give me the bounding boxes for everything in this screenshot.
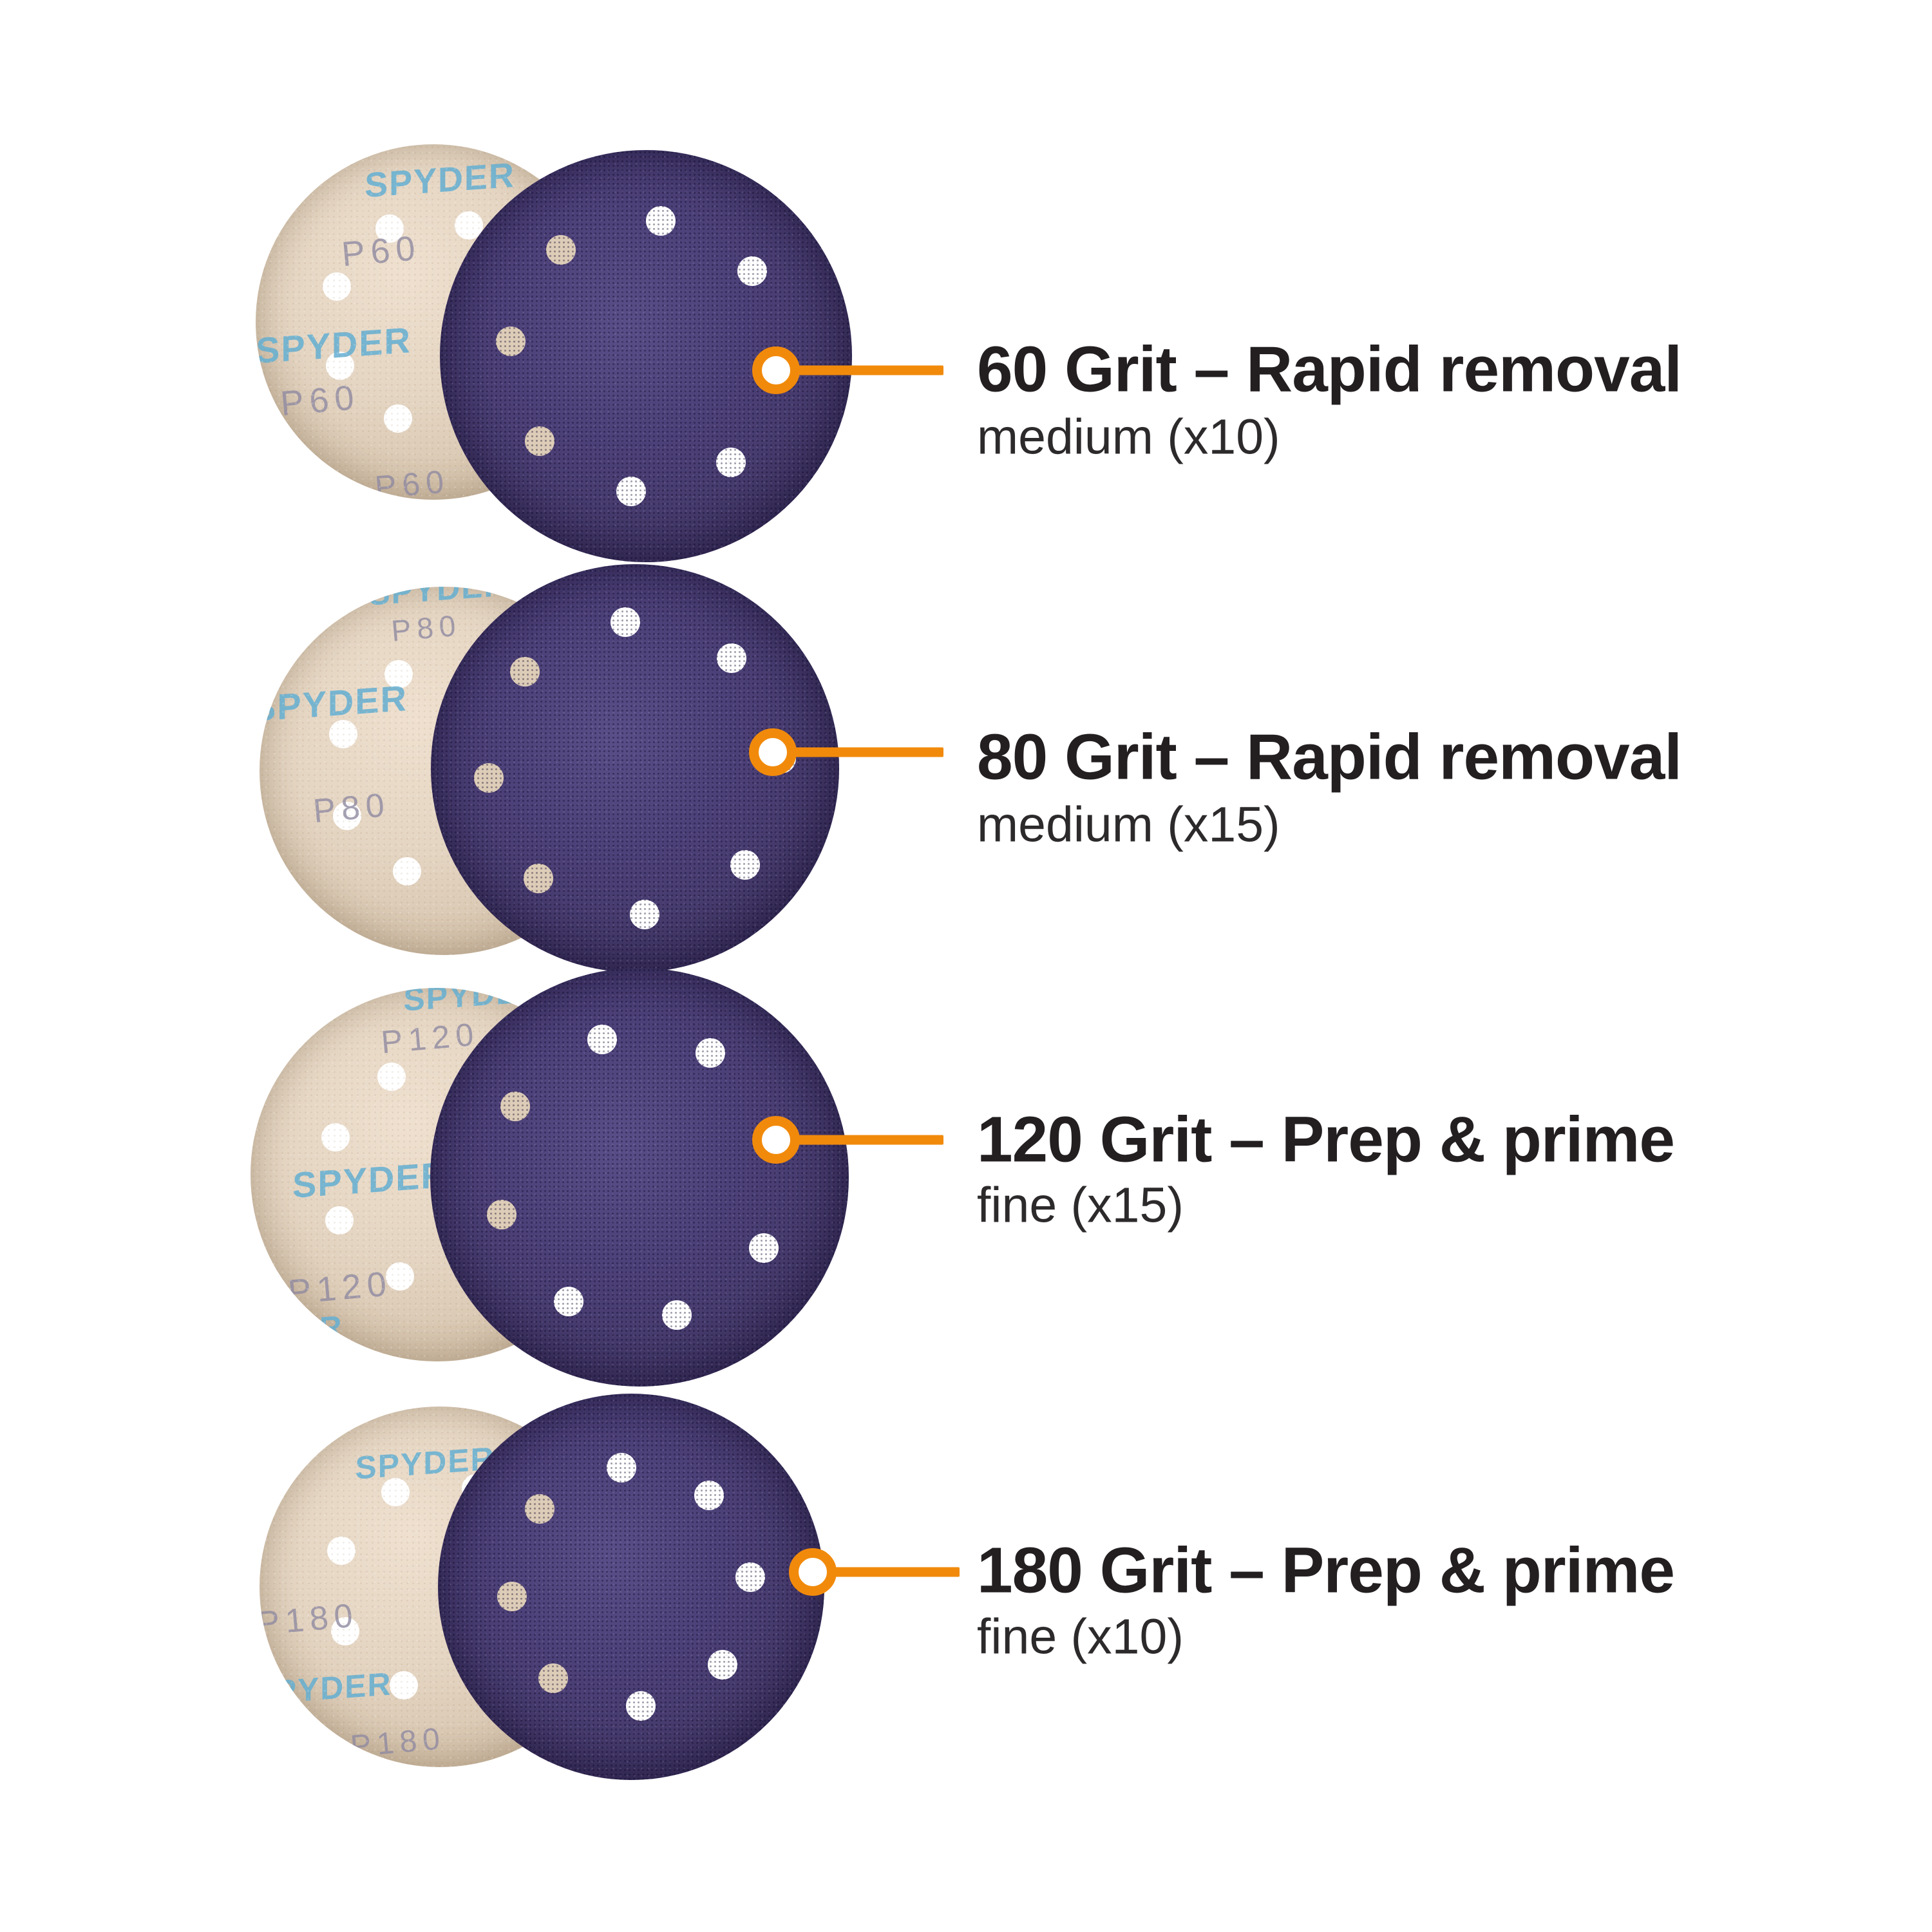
grit-code-text: P60 <box>279 377 361 424</box>
disc-hole <box>716 643 746 674</box>
grit-code-text: P80 <box>390 608 463 648</box>
disc-hole <box>325 1206 354 1235</box>
disc-hole <box>384 659 413 688</box>
disc-hole <box>737 256 767 287</box>
disc-hole <box>332 802 361 831</box>
disc-hole <box>616 476 646 506</box>
brand-text: SPYDER <box>256 319 412 372</box>
disc-hole <box>525 1494 555 1524</box>
disc-hole <box>325 351 354 380</box>
brand-text: SPYDER <box>292 1153 448 1206</box>
disc-hole <box>694 1481 724 1511</box>
disc-hole <box>381 1477 410 1506</box>
callout-ring <box>752 346 800 394</box>
grit-subtitle: medium (x15) <box>977 797 1280 853</box>
disc-hole <box>610 607 640 638</box>
grit-code-text: P60 <box>373 463 451 500</box>
disc-hole <box>510 657 540 687</box>
grit-title: 60 Grit – Rapid removal <box>977 333 1682 406</box>
front-disc <box>430 968 849 1387</box>
disc-hole <box>553 1286 583 1316</box>
grit-code-text: P180 <box>348 1721 448 1764</box>
brand-text: SPYDER <box>260 1665 392 1712</box>
disc-hole <box>630 899 660 929</box>
front-disc <box>438 1394 824 1780</box>
disc-hole <box>748 1233 779 1264</box>
disc-hole <box>538 1663 569 1693</box>
callout-line <box>798 365 943 375</box>
disc-hole <box>321 1123 350 1152</box>
grit-title: 120 Grit – Prep & prime <box>977 1103 1675 1176</box>
grit-title: 180 Grit – Prep & prime <box>977 1534 1675 1607</box>
callout-ring <box>752 1116 800 1164</box>
disc-hole <box>329 720 358 749</box>
disc-hole <box>330 1616 359 1645</box>
disc-hole <box>524 863 554 893</box>
grit-subtitle: fine (x10) <box>977 1609 1184 1665</box>
grit-subtitle: fine (x15) <box>977 1177 1184 1233</box>
disc-hole <box>715 447 746 477</box>
disc-hole <box>474 763 504 793</box>
disc-hole <box>500 1091 531 1121</box>
disc-hole <box>625 1691 656 1721</box>
disc-hole <box>730 849 760 880</box>
grit-title: 80 Grit – Rapid removal <box>977 721 1682 793</box>
disc-hole <box>497 1581 527 1611</box>
callout-line <box>798 1135 943 1145</box>
disc-hole <box>707 1649 737 1680</box>
brand-text: SPYDER <box>365 155 515 205</box>
grit-code-text: P80 <box>311 786 392 831</box>
disc-hole <box>454 211 483 240</box>
disc-hole <box>587 1024 617 1054</box>
disc-hole <box>607 1452 637 1482</box>
disc-hole <box>646 206 676 236</box>
brand-text: SPYDER <box>260 677 408 730</box>
disc-hole <box>384 404 413 433</box>
grit-code-text: P60 <box>340 228 422 274</box>
disc-hole <box>496 326 526 356</box>
disc-hole <box>662 1300 692 1331</box>
callout-ring <box>789 1548 837 1596</box>
grit-subtitle: medium (x10) <box>977 409 1280 465</box>
disc-hole <box>525 426 555 456</box>
disc-hole <box>377 1062 406 1091</box>
disc-hole <box>327 1537 356 1566</box>
grit-code-text: P120 <box>286 1264 394 1312</box>
disc-hole <box>390 1671 419 1700</box>
callout-line <box>835 1567 960 1577</box>
disc-hole <box>546 235 576 265</box>
grit-code-text: P120 <box>379 1016 481 1061</box>
brand-text: SPYDER <box>251 1310 343 1354</box>
callout-ring <box>749 728 797 776</box>
disc-hole <box>393 857 422 886</box>
disc-hole <box>486 1200 516 1230</box>
disc-hole <box>375 214 404 243</box>
callout-line <box>795 747 943 757</box>
disc-hole <box>386 1262 415 1291</box>
disc-hole <box>322 272 351 301</box>
disc-hole <box>735 1562 766 1593</box>
disc-hole <box>696 1038 726 1068</box>
